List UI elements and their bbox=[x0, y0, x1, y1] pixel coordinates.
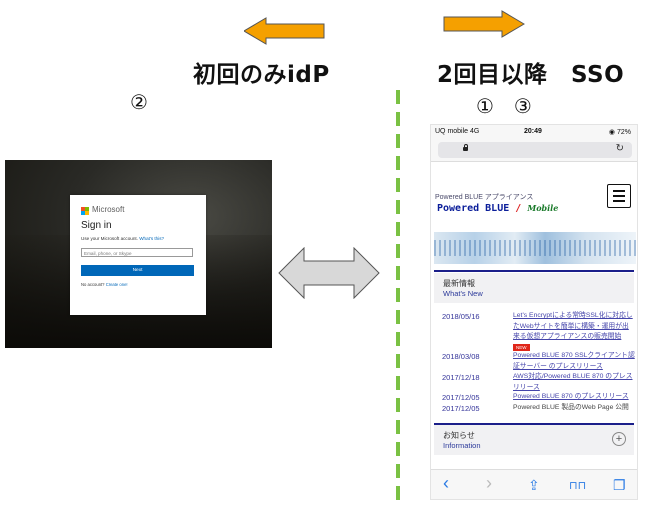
status-bar: UQ mobile 4G 20:49 ◉ 72% bbox=[431, 125, 637, 139]
news-link[interactable]: Let's Encryptによる常時SSL化に対応したWebサイトを簡単に構築・… bbox=[513, 311, 635, 353]
double-arrow bbox=[278, 247, 380, 299]
lock-icon bbox=[463, 144, 469, 151]
news-date: 2017/12/05 bbox=[442, 404, 480, 413]
create-account-link[interactable]: Create one! bbox=[105, 282, 128, 287]
news-date: 2018/03/08 bbox=[442, 352, 480, 361]
step-right-numbers: ① ③ bbox=[476, 94, 532, 118]
next-button[interactable]: Next bbox=[81, 265, 194, 276]
back-icon[interactable]: ‹ bbox=[443, 473, 449, 493]
no-account-text: No account? bbox=[81, 282, 105, 287]
forward-icon[interactable]: › bbox=[486, 473, 492, 493]
signin-subtitle: Use your Microsoft account. What's this? bbox=[81, 236, 164, 241]
right-arrow bbox=[443, 10, 525, 38]
plus-icon[interactable]: + bbox=[612, 432, 626, 446]
reload-icon[interactable]: ↻ bbox=[615, 143, 624, 154]
news-date: 2018/05/16 bbox=[442, 312, 480, 321]
hamburger-menu-icon[interactable] bbox=[607, 184, 631, 208]
news-link[interactable]: AWS対応/Powered BLUE 870 のプレスリリース bbox=[513, 373, 633, 391]
banner-image bbox=[434, 232, 636, 264]
news-title-jp: 最新情報 bbox=[443, 279, 475, 288]
address-bar: ↻ bbox=[431, 139, 637, 162]
signin-card: Microsoft Sign in Use your Microsoft acc… bbox=[70, 195, 206, 315]
carrier: UQ mobile 4G bbox=[435, 128, 480, 135]
divider-line bbox=[396, 90, 400, 500]
info-title-en: Information bbox=[443, 441, 481, 450]
browser-toolbar: ‹ › ⇪ ⊓⊓ ❐ bbox=[431, 469, 637, 499]
brand-subtitle: Powered BLUE アプライアンス bbox=[435, 194, 534, 201]
step-left-number: ② bbox=[130, 90, 148, 114]
news-link[interactable]: Powered BLUE 870 SSLクライアント認証サーバー のプレスリリー… bbox=[513, 352, 635, 370]
news-divider bbox=[434, 270, 634, 272]
news-link-text[interactable]: Let's Encryptによる常時SSL化に対応したWebサイトを簡単に構築・… bbox=[513, 312, 633, 340]
news-header: 最新情報 What's New bbox=[434, 273, 634, 303]
bookmarks-icon[interactable]: ⊓⊓ bbox=[569, 480, 587, 492]
info-header[interactable]: お知らせ Information + bbox=[434, 425, 634, 455]
brand-logo-sep: / bbox=[515, 203, 522, 214]
signin-title: Sign in bbox=[81, 220, 112, 231]
whats-this-link[interactable]: What's this? bbox=[139, 236, 165, 241]
news-title-en: What's New bbox=[443, 289, 483, 298]
share-icon[interactable]: ⇪ bbox=[528, 477, 540, 493]
left-title: 初回のみidP bbox=[193, 62, 330, 88]
no-account: No account? Create one! bbox=[81, 282, 128, 287]
battery: ◉ 72% bbox=[608, 129, 631, 136]
news-link[interactable]: Powered BLUE 870 のプレスリリース bbox=[513, 393, 629, 400]
url-field[interactable]: ↻ bbox=[438, 142, 632, 158]
microsoft-logo-icon bbox=[81, 207, 89, 215]
right-title: 2回目以降 SSO bbox=[437, 62, 625, 88]
email-input[interactable]: Email, phone, or Skype bbox=[81, 248, 193, 257]
news-date: 2017/12/18 bbox=[442, 373, 480, 382]
brand-logo-mobile: Mobile bbox=[527, 203, 559, 213]
tabs-icon[interactable]: ❐ bbox=[613, 477, 626, 493]
phone-screenshot: UQ mobile 4G 20:49 ◉ 72% ↻ Powered BLUE … bbox=[430, 124, 638, 500]
clock: 20:49 bbox=[524, 128, 542, 135]
signin-subtitle-text: Use your Microsoft account. bbox=[81, 236, 138, 241]
news-date: 2017/12/05 bbox=[442, 393, 480, 402]
microsoft-brand: Microsoft bbox=[92, 205, 125, 214]
news-item-text: Powered BLUE 製品のWeb Page 公開 bbox=[513, 404, 629, 411]
info-title-jp: お知らせ bbox=[443, 431, 475, 440]
brand-logo: Powered BLUE / Mobile bbox=[437, 203, 558, 214]
brand-logo-text: Powered BLUE bbox=[437, 203, 510, 214]
info-divider bbox=[434, 423, 634, 425]
left-arrow bbox=[244, 17, 325, 45]
new-badge: NEW bbox=[513, 343, 530, 351]
